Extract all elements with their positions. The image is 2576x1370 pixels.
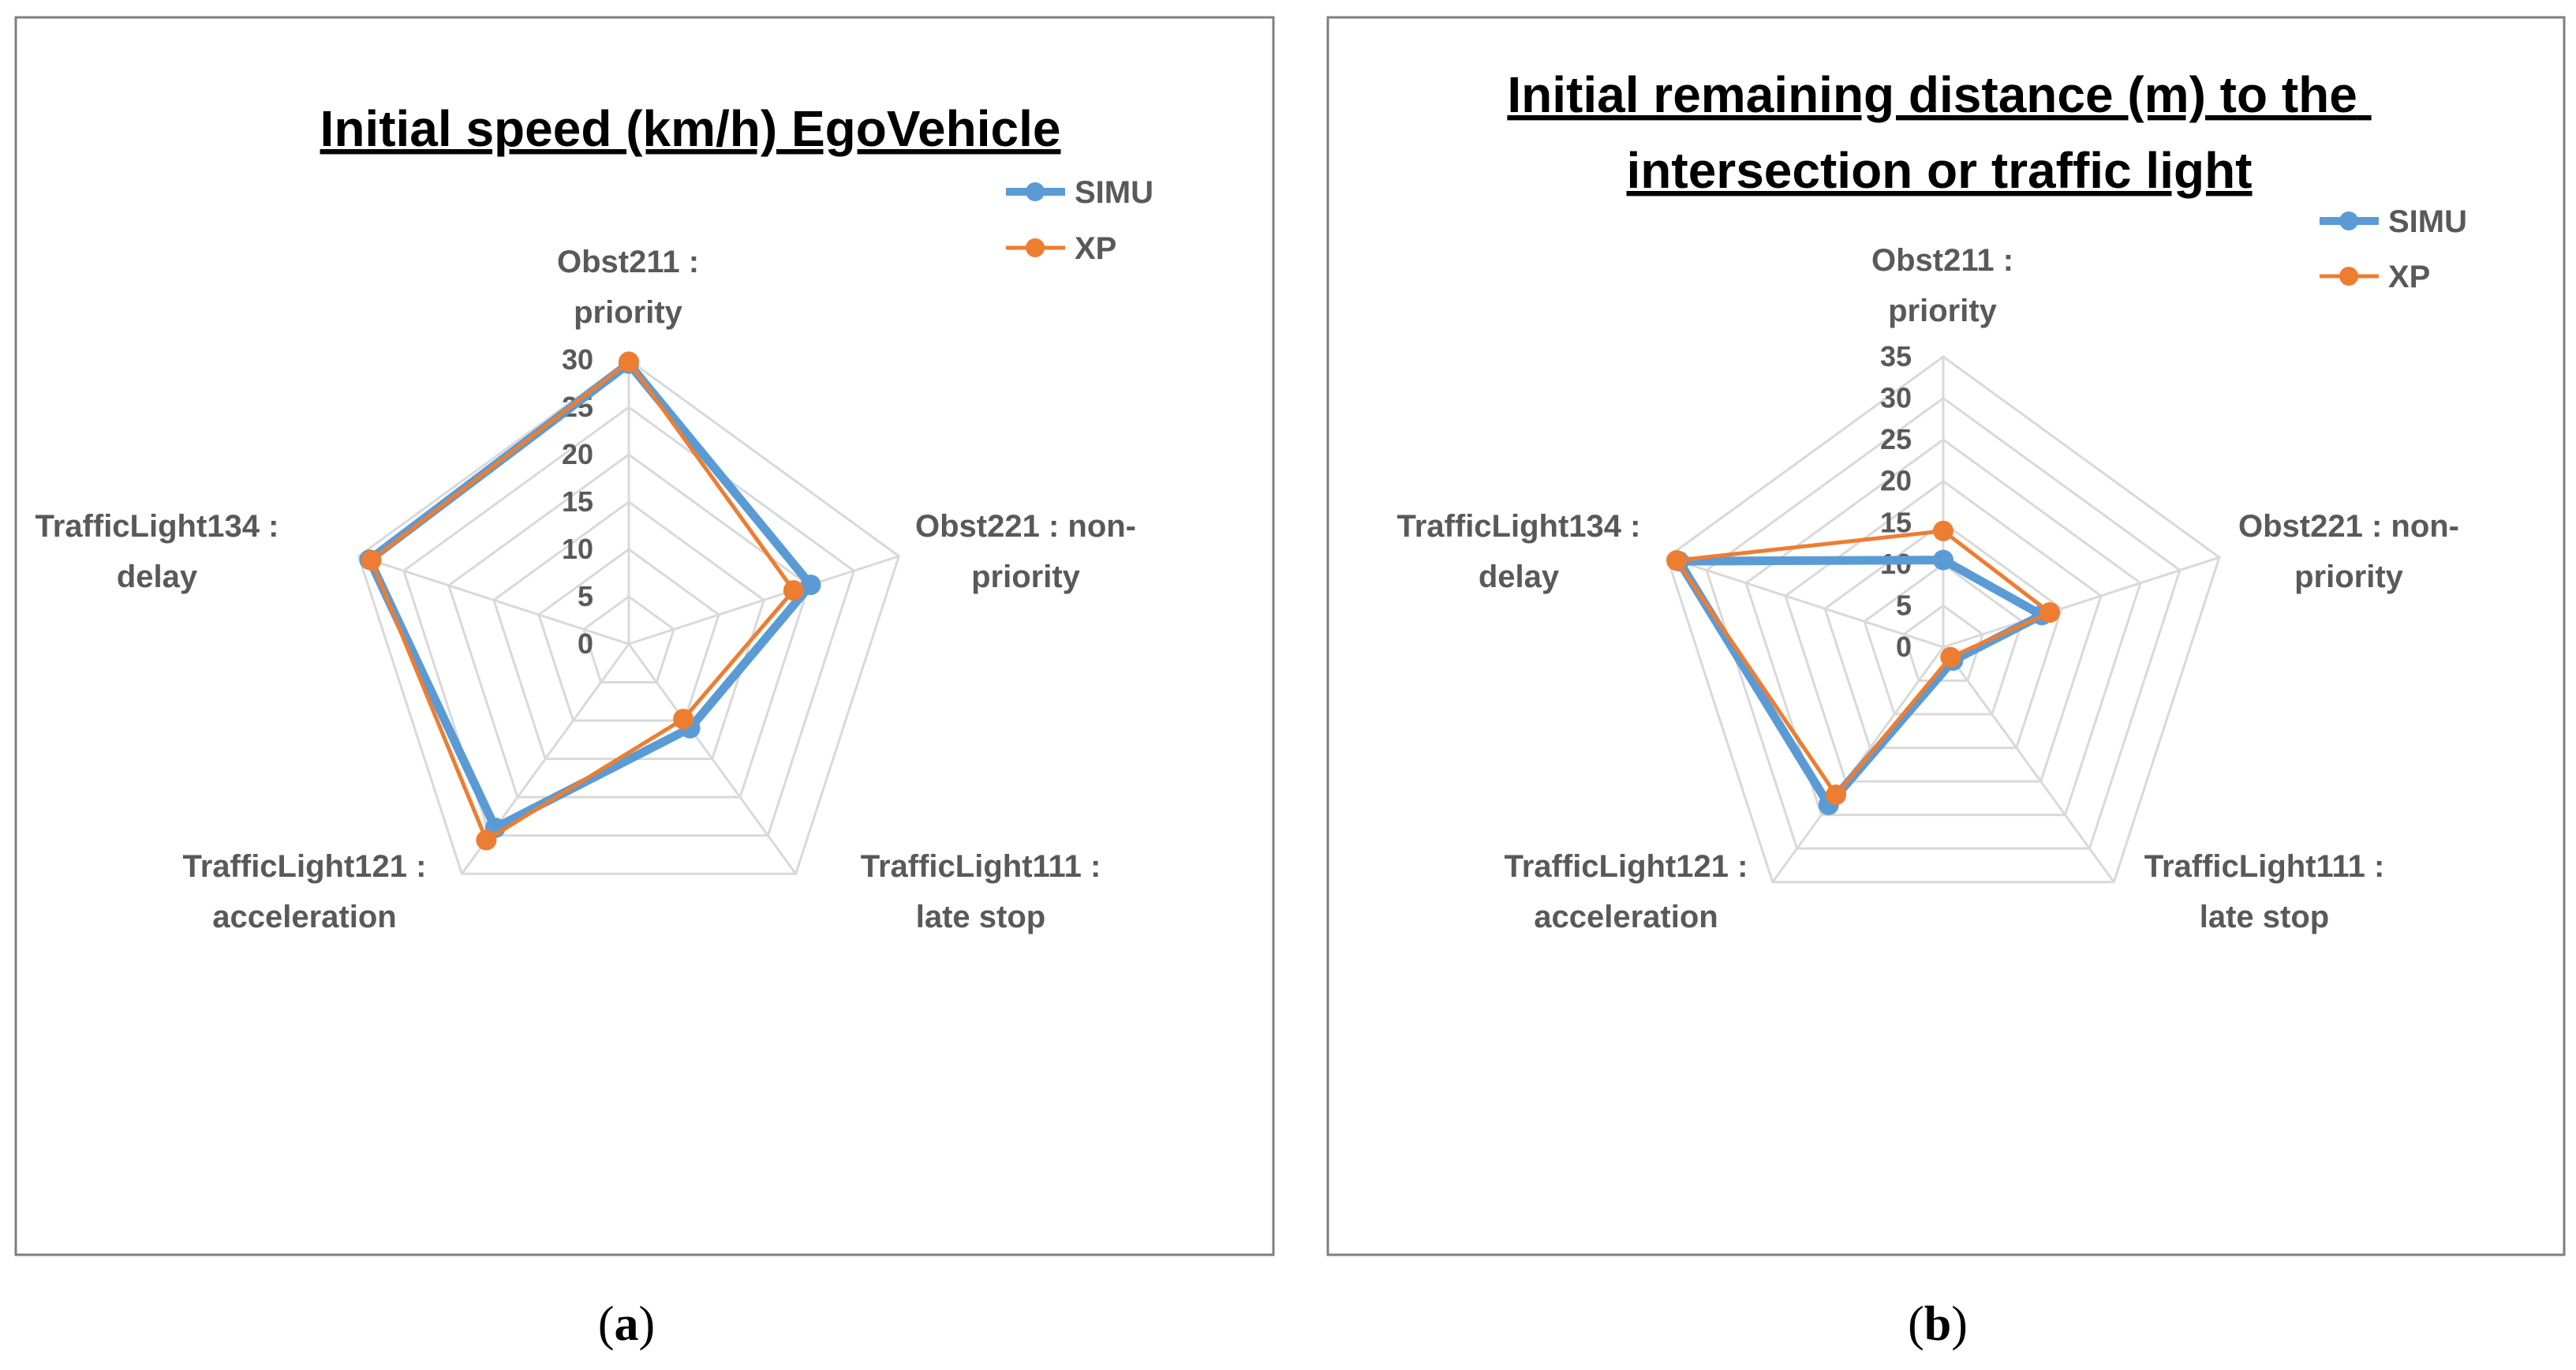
chart-panel-b: Initial remaining distance (m) to the in… (1326, 16, 2566, 1256)
grid-spoke (1666, 556, 1944, 649)
tick-label: 0 (578, 627, 593, 660)
data-point-simu (800, 575, 821, 596)
grid-ring (402, 406, 856, 837)
chart-panel-a: Initial speed (km/h) EgoVehicle 0 5 10 15 20… (14, 16, 1275, 1256)
tick-label: 0 (1896, 631, 1912, 663)
legend-marker-simu-b (2339, 211, 2358, 230)
chart-title-b-line-2: intersection or traffic light (1627, 142, 2253, 199)
tick-label: 10 (562, 533, 593, 565)
legend-label-simu-a: SIMU (1075, 175, 1153, 210)
data-point-xp (1940, 646, 1961, 668)
legend-marker-xp-b (2339, 267, 2358, 286)
data-point-xp (361, 549, 382, 571)
grid-ring (1863, 563, 2024, 716)
grid-ring (1823, 521, 2063, 750)
data-point-simu (1933, 549, 1953, 571)
series-line-xp (1674, 529, 2052, 797)
radar-series-b (1666, 520, 2060, 815)
grid-ring (537, 548, 720, 722)
legend-marker-xp-a (1026, 238, 1045, 257)
data-point-xp (476, 829, 497, 851)
tick-label: 20 (562, 438, 593, 470)
category-label: TrafficLight121 :acceleration (183, 849, 427, 934)
data-point-xp (1826, 784, 1847, 806)
category-label: Obst211 :priority (557, 245, 699, 330)
data-point-xp (2039, 602, 2060, 623)
chart-title-a: Initial speed (km/h) EgoVehicle (320, 100, 1061, 157)
category-label: TrafficLight134 :delay (36, 509, 279, 594)
category-label: TrafficLight111 :late stop (2144, 849, 2385, 934)
grid-spoke (1942, 556, 2220, 649)
tick-label: 35 (1880, 340, 1912, 372)
data-point-xp (619, 351, 639, 372)
tick-label: 15 (562, 485, 593, 518)
category-label: Obst221 : non-priority (915, 509, 1136, 594)
legend-marker-simu-a (1026, 182, 1045, 201)
chart-frame-a (14, 16, 1275, 1256)
data-point-xp (783, 580, 804, 601)
series-line-xp (369, 359, 796, 843)
grid-spoke (627, 643, 797, 875)
grid-ring (357, 358, 901, 875)
data-point-xp (1666, 550, 1688, 571)
grid-ring (447, 453, 811, 799)
radar-grid-a (357, 358, 901, 875)
legend-a: SIMU XP (1006, 175, 1153, 266)
data-point-xp (673, 709, 694, 730)
chart-title-b-line-1: Initial remaining distance (m) to the (1507, 66, 2357, 123)
grid-spoke (358, 555, 630, 646)
category-label: TrafficLight121 :acceleration (1505, 849, 1748, 934)
legend-label-simu-b: SIMU (2388, 204, 2467, 239)
grid-ring (1902, 604, 1984, 683)
series-line-simu (1674, 556, 2047, 810)
chart-frame-b (1326, 16, 2566, 1256)
tick-label: 25 (1880, 423, 1912, 455)
tick-label: 30 (562, 343, 593, 376)
grid-spoke (1942, 646, 2115, 883)
grid-spoke (628, 555, 899, 646)
tick-label: 5 (578, 580, 593, 612)
grid-ring (1666, 355, 2221, 884)
panel-label-b: (b) (1908, 1297, 1968, 1351)
tick-label: 20 (1880, 465, 1912, 497)
grid-ring (1784, 479, 2103, 783)
category-label: TrafficLight111 :late stop (861, 849, 1101, 934)
category-label: TrafficLight134 :delay (1397, 509, 1641, 594)
grid-ring (582, 595, 675, 684)
tick-label: 5 (1896, 589, 1912, 621)
data-point-xp (1933, 520, 1953, 541)
chart-title-b: Initial remaining distance (m) to the in… (1507, 66, 2371, 199)
legend-label-xp-b: XP (2388, 260, 2430, 294)
tick-label: 30 (1880, 382, 1912, 414)
legend-label-xp-a: XP (1075, 231, 1116, 266)
panel-label-a: (a) (598, 1297, 655, 1351)
category-label: Obst211 :priority (1871, 243, 2013, 328)
radar-series-a (359, 351, 821, 851)
legend-b: SIMU XP (2320, 204, 2467, 294)
grid-ring (1705, 396, 2182, 850)
category-label: Obst221 : non-priority (2238, 509, 2459, 594)
